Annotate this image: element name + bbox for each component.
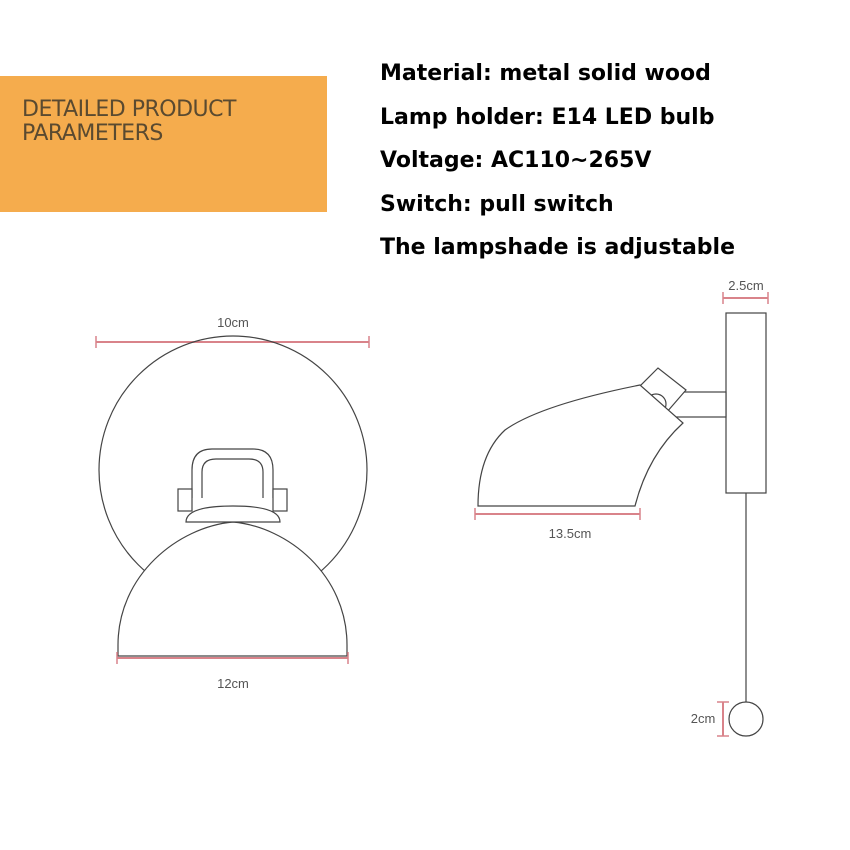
banner-title: DETAILED PRODUCT PARAMETERS [22,98,322,146]
parameters-banner [0,76,327,212]
front-backplate-label: 10cm [217,315,249,330]
pull-knob-label: 2cm [691,711,716,726]
front-shade-label: 12cm [217,676,249,691]
left-knob [177,488,193,512]
side-shade [477,384,684,507]
spec-switch: Switch: pull switch [380,191,614,217]
front-view [95,335,370,664]
banner-title-line1: DETAILED PRODUCT [22,97,236,122]
spec-voltage: Voltage: AC110~265V [380,148,652,173]
side-backplate [725,312,767,494]
spec-material: Material: metal solid wood [380,61,711,86]
side-backplate-label: 2.5cm [728,278,763,293]
side-shade-label: 13.5cm [549,526,592,541]
pull-knob [728,701,764,737]
banner-title-line2: PARAMETERS [22,121,163,146]
spec-adjustable: The lampshade is adjustable [380,235,735,260]
right-knob [272,488,288,512]
side-view [474,292,769,737]
spec-lamp-holder: Lamp holder: E14 LED bulb [380,104,715,130]
front-shade [117,521,348,657]
spec-list: Material: metal solid wood Lamp holder: … [380,52,840,270]
